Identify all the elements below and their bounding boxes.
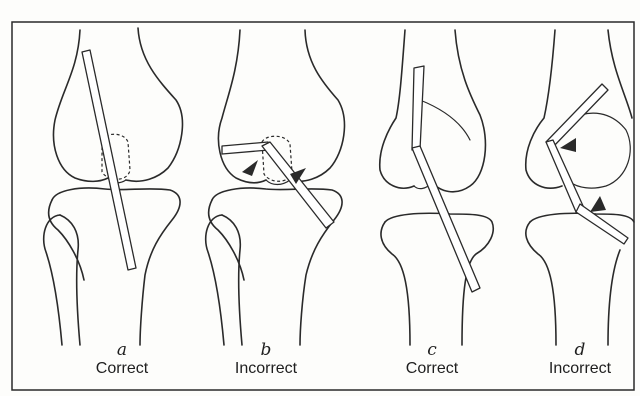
panel-label: Incorrect bbox=[510, 360, 640, 378]
panel-c-drawing bbox=[380, 30, 493, 345]
arrowhead-icon bbox=[560, 138, 576, 152]
panel-a-drawing bbox=[44, 28, 183, 345]
figure-frame bbox=[12, 22, 634, 390]
arrowhead-icon bbox=[242, 160, 258, 176]
panel-letter: a bbox=[52, 340, 192, 360]
panel-letter: c bbox=[362, 340, 502, 360]
panel-d-caption: d Incorrect bbox=[510, 340, 640, 378]
panel-c-caption: c Correct bbox=[362, 340, 502, 378]
panel-d-drawing bbox=[526, 30, 634, 345]
panel-label: Correct bbox=[52, 360, 192, 378]
panel-b-caption: b Incorrect bbox=[196, 340, 336, 378]
panel-label: Incorrect bbox=[196, 360, 336, 378]
panel-letter: b bbox=[196, 340, 336, 360]
panel-label: Correct bbox=[362, 360, 502, 378]
panel-letter: d bbox=[510, 340, 640, 360]
arrowhead-icon bbox=[590, 196, 606, 212]
panel-a-caption: a Correct bbox=[52, 340, 192, 378]
panel-b-drawing bbox=[206, 30, 345, 345]
